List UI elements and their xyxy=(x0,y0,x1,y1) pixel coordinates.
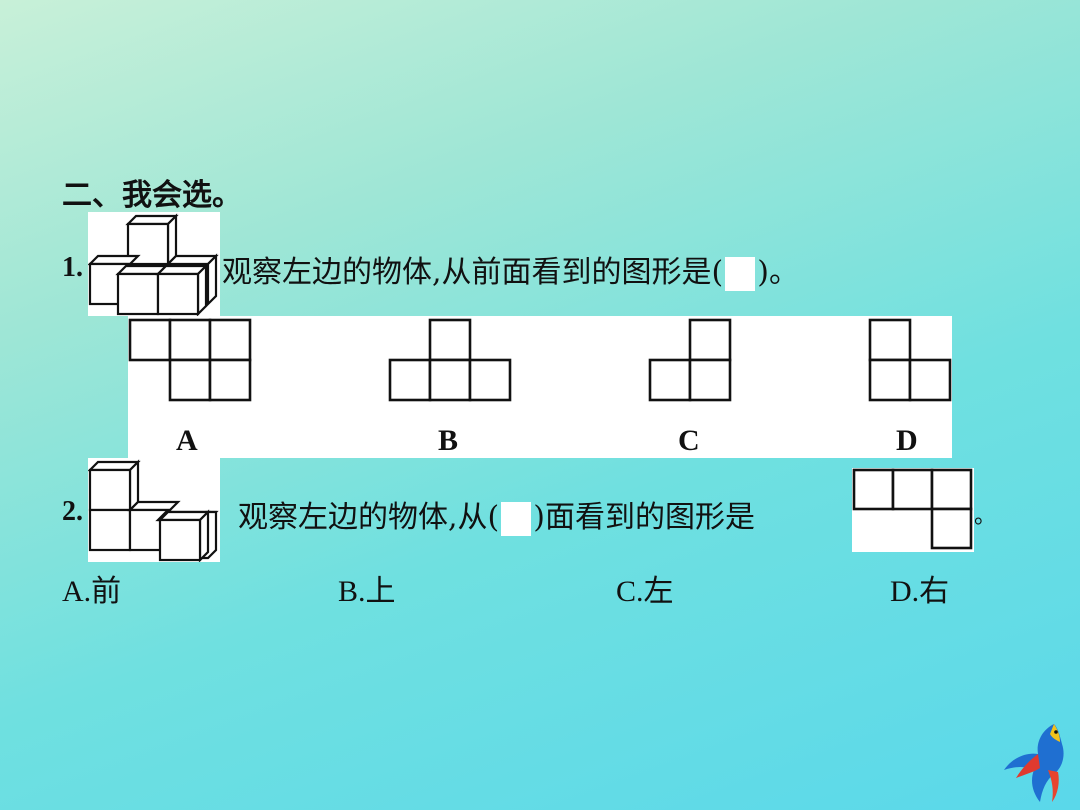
q2-text-after: )面看到的图形是 xyxy=(533,500,755,535)
q2-text-before: 观察左边的物体,从( xyxy=(238,500,500,535)
option-c-figure[interactable] xyxy=(648,318,732,402)
q2-answer-blank[interactable] xyxy=(501,502,532,536)
option-a-label: A xyxy=(176,424,198,457)
q1-object-figure xyxy=(87,212,220,317)
q2-question-text: 观察左边的物体,从( )面看到的图形是 xyxy=(238,492,755,536)
option-d-figure[interactable] xyxy=(868,318,952,402)
choice-a[interactable]: A.前 xyxy=(62,575,122,608)
parrot-icon xyxy=(1004,724,1064,802)
q1-cube-drawing xyxy=(87,213,219,317)
choice-b[interactable]: B.上 xyxy=(338,575,396,608)
q2-view-figure xyxy=(852,468,974,552)
option-c-label: C xyxy=(678,424,700,457)
option-a-figure[interactable] xyxy=(128,318,252,402)
section-title: 二、我会选。 xyxy=(62,178,242,213)
choice-c[interactable]: C.左 xyxy=(616,575,674,608)
q2-cube-drawing xyxy=(87,459,219,563)
q2-object-figure xyxy=(87,458,220,563)
q2-number: 2. xyxy=(62,496,83,527)
option-b-figure[interactable] xyxy=(388,318,512,402)
q2-end-mark: 。 xyxy=(974,504,997,529)
q2-view-drawing xyxy=(852,468,973,550)
q1-options-panel: A B C D xyxy=(128,316,952,458)
option-d-label: D xyxy=(896,424,918,457)
q1-answer-blank[interactable] xyxy=(725,257,756,291)
q1-text-before: 观察左边的物体,从前面看到的图形是( xyxy=(222,255,724,290)
choice-d[interactable]: D.右 xyxy=(890,575,950,608)
q1-question-text: 观察左边的物体,从前面看到的图形是( )。 xyxy=(222,247,799,291)
option-b-label: B xyxy=(438,424,459,457)
q1-number: 1. xyxy=(62,252,83,283)
q1-text-after: )。 xyxy=(757,255,799,290)
